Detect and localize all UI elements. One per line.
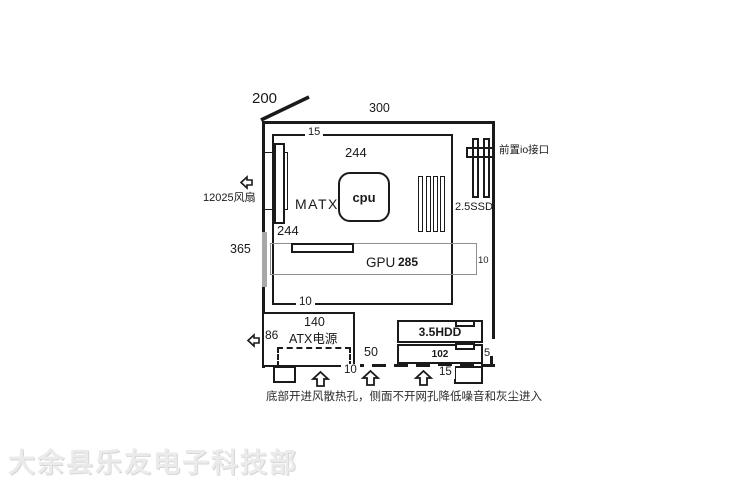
dim-board-height-label: 244 — [274, 223, 302, 239]
hdd-bay-tab — [455, 343, 475, 350]
dim-width-label: 300 — [369, 101, 390, 115]
psu-label: ATX电源 — [289, 332, 338, 346]
dim-mid-gap-label: 50 — [364, 345, 378, 359]
dim-board-width-label: 244 — [345, 145, 367, 160]
airflow-up-arrow-icon — [413, 369, 434, 386]
case-bottom-vented-edge — [262, 364, 495, 367]
watermark: 大余县乐友电子科技部 — [8, 448, 298, 478]
case-foot — [273, 366, 296, 383]
gpu-label: GPU — [366, 255, 396, 270]
ssd-bar — [483, 138, 490, 198]
motherboard-label: MATX — [295, 196, 339, 212]
cpu-block: cpu — [338, 172, 390, 222]
ram-slot — [426, 176, 431, 232]
case-foot — [454, 366, 483, 384]
gpu-pcie-slot — [291, 243, 354, 253]
airflow-left-arrow-icon — [239, 175, 253, 190]
cpu-label: cpu — [352, 189, 376, 205]
case-top-edge — [262, 121, 495, 124]
ssd-label: 2.5SSD — [455, 201, 493, 213]
side-vent-strip — [262, 232, 267, 287]
front-io-label: 前置io接口 — [499, 144, 550, 156]
right-gap-tick — [490, 356, 493, 367]
case-right-edge — [492, 121, 495, 339]
fan-label: 12025风扇 — [203, 192, 256, 204]
ssd-bar — [472, 138, 479, 198]
case-bottom-right-segment — [481, 364, 495, 367]
airflow-up-arrow-icon — [360, 369, 381, 386]
dim-right-gap-label: 5 — [484, 347, 491, 359]
dim-psu-length-label: 140 — [304, 315, 325, 329]
dim-board-bottom-gap-label: 10 — [296, 296, 315, 310]
airflow-up-arrow-icon — [310, 370, 331, 387]
dim-top-gap-label: 15 — [305, 126, 324, 139]
gpu-outline — [270, 243, 477, 275]
psu-dashed-zone — [277, 347, 351, 367]
airflow-left-arrow-icon — [246, 333, 260, 348]
ram-slot — [440, 176, 445, 232]
bottom-note: 底部开进风散热孔，侧面不开网孔降低噪音和灰尘进入 — [266, 391, 542, 403]
hdd-tab — [455, 320, 475, 327]
dim-bottom-gap-hdd-label: 15 — [436, 366, 455, 380]
dim-case-height-label: 365 — [230, 242, 251, 256]
front-io-box — [466, 147, 495, 158]
ram-slot — [418, 176, 423, 232]
dim-bottom-gap-psu-label: 10 — [341, 364, 360, 378]
motherboard-outline — [272, 134, 453, 305]
dim-depth-label: 200 — [252, 90, 278, 107]
hdd-label: 3.5HDD — [418, 324, 462, 339]
depth-dimension-line — [259, 94, 311, 122]
hdd-bay-length-label: 102 — [431, 348, 449, 360]
fan-body — [274, 143, 285, 224]
dim-gpu-clearance-label: 10 — [478, 255, 489, 266]
dim-psu-height-label: 86 — [265, 328, 279, 342]
ram-slot — [433, 176, 438, 232]
dim-gpu-length-label: 285 — [398, 255, 419, 269]
